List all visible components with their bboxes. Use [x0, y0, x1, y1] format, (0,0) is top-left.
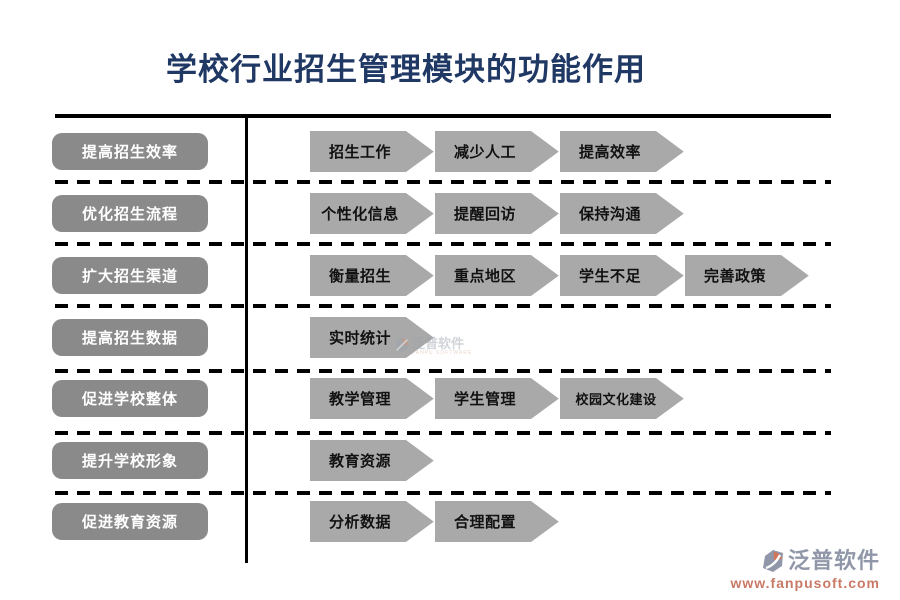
top-divider-line	[55, 114, 831, 118]
flow-arrow-label: 重点地区	[453, 268, 516, 285]
flow-arrow: 减少人工	[435, 129, 561, 172]
flow-arrow-shape	[310, 376, 436, 419]
flow-arrow-shape	[435, 191, 561, 234]
flow-arrow-shape	[560, 191, 686, 234]
flow-arrow-shape	[310, 499, 436, 542]
flow-arrow-shape	[310, 191, 436, 234]
flow-arrow: 校园文化建设	[560, 376, 686, 419]
flow-arrow-label: 保持沟通	[578, 206, 641, 223]
page-title: 学校行业招生管理模块的功能作用	[166, 52, 646, 87]
row-separator-dashed-line	[55, 431, 831, 435]
flow-arrow: 学生管理	[435, 376, 561, 419]
flow-arrow-label: 学生管理	[453, 391, 516, 408]
row-label: 促进教育资源	[52, 503, 208, 540]
flow-arrow: 实时统计	[310, 315, 436, 358]
row-separator-dashed-line	[55, 180, 831, 184]
row-separator-dashed-line	[55, 242, 831, 246]
flow-arrow-label: 个性化信息	[321, 206, 399, 223]
vertical-divider-line	[245, 114, 248, 563]
flow-arrow-shape	[560, 253, 686, 296]
row-label: 提高招生数据	[52, 319, 208, 356]
flow-arrow-label: 实时统计	[328, 330, 391, 347]
flow-arrow-shape	[310, 315, 436, 358]
flow-arrow-label: 提高效率	[578, 144, 641, 161]
row-separator-dashed-line	[55, 491, 831, 495]
flow-arrow-shape	[310, 129, 436, 172]
flow-arrow-shape	[560, 129, 686, 172]
flow-arrow: 衡量招生	[310, 253, 436, 296]
flow-arrow-shape	[435, 376, 561, 419]
row-label: 扩大招生渠道	[52, 257, 208, 294]
footer-brand-text: 泛普软件	[787, 548, 880, 573]
flow-arrow: 教育资源	[310, 438, 436, 481]
flow-arrow: 完善政策	[685, 253, 811, 296]
flow-arrow: 提高效率	[560, 129, 686, 172]
fanpu-logo-icon	[762, 550, 783, 572]
flow-arrow: 个性化信息	[310, 191, 436, 234]
flow-arrow-label: 衡量招生	[328, 268, 391, 285]
flow-arrow: 保持沟通	[560, 191, 686, 234]
flow-arrow: 提醒回访	[435, 191, 561, 234]
flow-arrow-shape	[435, 253, 561, 296]
footer-url: www.fanpusoft.com	[730, 575, 880, 591]
flow-arrow-label: 招生工作	[328, 144, 391, 161]
flow-arrow-label: 完善政策	[703, 268, 766, 285]
flow-arrow: 分析数据	[310, 499, 436, 542]
flow-arrow: 合理配置	[435, 499, 561, 542]
row-label: 提升学校形象	[52, 442, 208, 479]
flow-arrow-label: 校园文化建设	[575, 392, 657, 407]
flow-arrow-shape	[310, 253, 436, 296]
flow-arrow-shape	[685, 253, 811, 296]
row-label: 促进学校整体	[52, 380, 208, 417]
flow-arrow: 重点地区	[435, 253, 561, 296]
row-label: 提高招生效率	[52, 133, 208, 170]
row-label: 优化招生流程	[52, 195, 208, 232]
flow-arrow-shape	[560, 376, 686, 419]
flow-arrow-label: 学生不足	[578, 268, 641, 285]
flow-arrow-label: 合理配置	[453, 514, 516, 531]
row-separator-dashed-line	[55, 304, 831, 308]
footer-logo: 泛普软件 www.fanpusoft.com	[730, 548, 880, 591]
flow-arrow-shape	[435, 499, 561, 542]
flow-arrow: 教学管理	[310, 376, 436, 419]
flow-arrow-shape	[435, 129, 561, 172]
flow-arrow: 招生工作	[310, 129, 436, 172]
flow-arrow: 学生不足	[560, 253, 686, 296]
flow-arrow-label: 分析数据	[328, 514, 391, 531]
flow-arrow-label: 减少人工	[453, 144, 516, 161]
flow-arrow-label: 提醒回访	[453, 206, 516, 223]
flow-arrow-label: 教育资源	[328, 453, 391, 470]
flow-arrow-label: 教学管理	[328, 391, 391, 408]
row-separator-dashed-line	[55, 369, 831, 373]
flow-arrow-shape	[310, 438, 436, 481]
